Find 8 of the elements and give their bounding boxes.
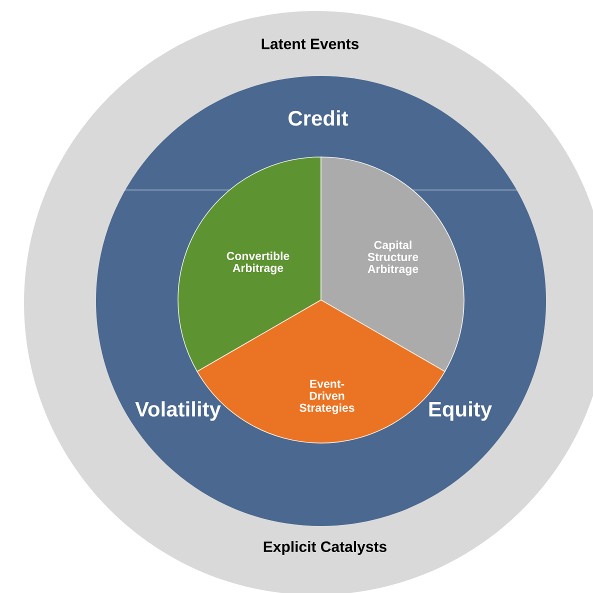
segment-label: Capital Structure Arbitrage — [368, 240, 418, 276]
ring-label: Latent Events — [262, 38, 359, 50]
band-label: Credit — [288, 110, 348, 126]
ring-label: Explicit Catalysts — [264, 541, 386, 555]
segment-label: Event-Driven Strategies — [300, 380, 354, 414]
segment-label: Convertible Arbitrage — [226, 252, 290, 274]
band-label: Equity — [429, 401, 492, 421]
band-label: Volatility — [135, 401, 221, 421]
